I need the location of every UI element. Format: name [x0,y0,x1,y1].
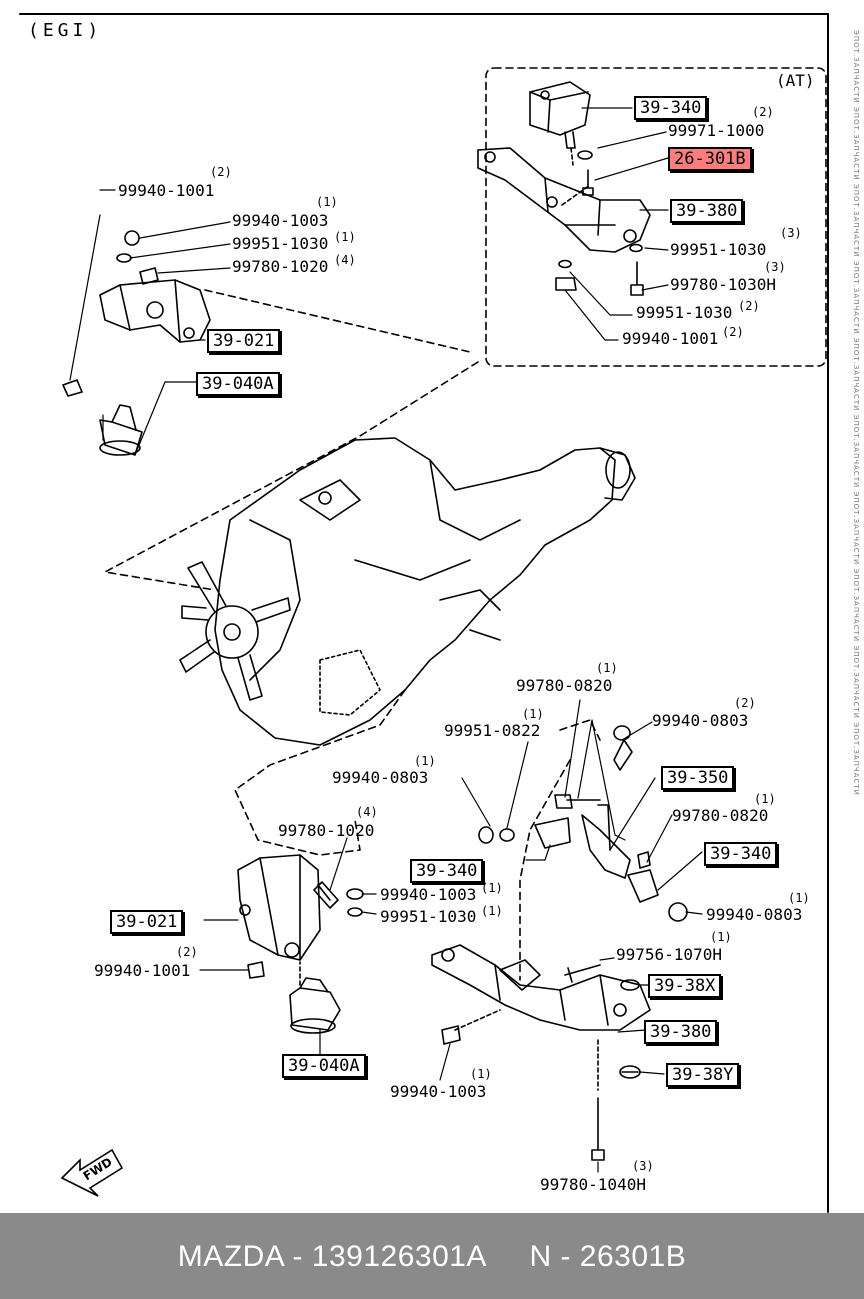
engine-right-leader [519,759,571,981]
part-quantity: (3) [764,260,786,274]
part-box-39-040a-bottom[interactable]: 39-040A [282,1054,366,1078]
part-number: 99940-1001 [118,181,215,200]
part-number: 99940-1001 [622,329,719,348]
part-box-39-38x[interactable]: 39-38X [648,974,722,998]
part-number: 99780-0820 [516,676,613,695]
part-box-39-380-bottom[interactable]: 39-380 [644,1020,718,1044]
part-number: 99971-1000 [668,121,765,140]
part-number: 99940-1003 [380,885,477,904]
page-frame [19,13,829,1213]
part-number: 99756-1070H [616,945,722,964]
part-number: 99940-0803 [706,905,803,924]
part-quantity: (2) [738,299,760,313]
side-watermark-strip: ЭПОТ.ЗАПЧАСТИ ЭПОТ.ЗАПЧАСТИ ЭПОТ.ЗАПЧАСТ… [852,30,864,1210]
part-quantity: (1) [710,930,732,944]
engine-lower-leader [234,689,406,856]
part-quantity: (1) [596,661,618,675]
part-number: 99940-1001 [94,961,191,980]
part-number: 99951-1030 [670,240,767,259]
part-number: 99951-1030 [636,303,733,322]
part-box-39-021-top[interactable]: 39-021 [207,329,281,353]
part-number: 99780-1020 [232,257,329,276]
part-number: 99780-0820 [672,806,769,825]
part-box-39-340-right[interactable]: 39-340 [704,842,778,866]
part-quantity: (1) [470,1067,492,1081]
part-number: 99940-1003 [390,1082,487,1101]
fan-hub [205,605,259,659]
at-group-label: (AT) [776,71,815,90]
part-number: 99780-1030H [670,275,776,294]
caption-text: MAZDA - 139126301A N - 26301B [177,1240,687,1273]
side-watermark-text: ЭПОТ.ЗАПЧАСТИ ЭПОТ.ЗАПЧАСТИ ЭПОТ.ЗАПЧАСТ… [852,30,860,796]
part-quantity: (1) [754,792,776,806]
part-number: 99951-1030 [380,907,477,926]
part-box-39-340-middle[interactable]: 39-340 [410,859,484,883]
part-quantity: (1) [414,754,436,768]
part-box-26-301b-highlighted[interactable]: 26-301B [668,147,752,171]
part-box-39-38y[interactable]: 39-38Y [666,1063,740,1087]
part-quantity: (2) [734,696,756,710]
fwd-arrow [60,1148,124,1197]
part-quantity: (2) [722,325,744,339]
part-number: 99940-1003 [232,211,329,230]
part-quantity: (3) [632,1159,654,1173]
part-box-39-380-at[interactable]: 39-380 [670,199,744,223]
leader-lines [99,107,703,1173]
part-quantity: (1) [334,230,356,244]
part-box-39-340-at[interactable]: 39-340 [634,96,708,120]
tl-leader-line [204,289,471,353]
part-quantity: (1) [522,707,544,721]
part-quantity: (2) [176,945,198,959]
part-quantity: (1) [481,904,503,918]
part-number: 99780-1020 [278,821,375,840]
bottom-parts [237,725,688,1161]
page-title: (EGI) [28,20,103,41]
part-box-39-021-bottom[interactable]: 39-021 [110,910,184,934]
part-quantity: (1) [481,881,503,895]
part-quantity: (2) [210,165,232,179]
part-box-39-350[interactable]: 39-350 [661,766,735,790]
engine-transmission-drawing [179,437,636,746]
part-number: 99951-1030 [232,234,329,253]
part-quantity: (4) [334,253,356,267]
part-box-39-040a-top[interactable]: 39-040A [196,372,280,396]
part-quantity: (3) [780,226,802,240]
part-number: 99940-0803 [652,711,749,730]
at-leader-line [104,361,479,591]
part-number: 99780-1040H [540,1175,646,1194]
part-number: 99940-0803 [332,768,429,787]
caption-bar [0,1213,864,1299]
at-group-parts [477,81,651,296]
part-quantity: (2) [752,105,774,119]
part-number: 99951-0822 [444,721,541,740]
top-left-parts [62,214,211,456]
at-dashed-box [485,67,827,367]
part-quantity: (1) [316,195,338,209]
part-quantity: (1) [788,891,810,905]
part-quantity: (4) [356,805,378,819]
